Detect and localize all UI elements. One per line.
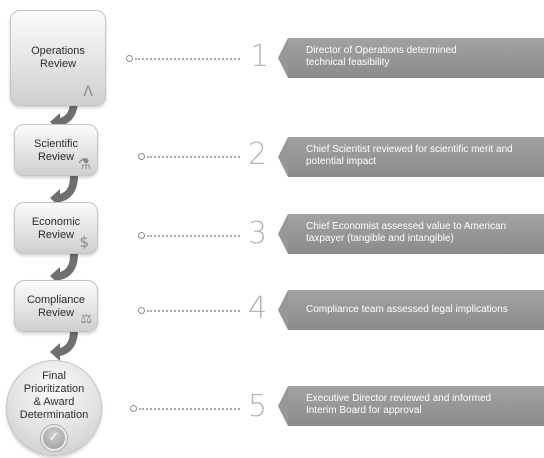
final-label-line2: Prioritization: [23, 383, 85, 395]
economic-review-label-line2: Review: [37, 229, 75, 241]
scientific-review-label-line2: Review: [37, 151, 75, 163]
connector-line-2: [147, 156, 240, 158]
step-number-2: 2: [248, 137, 268, 172]
step-description-3-line2: taxpayer (tangible and intangible): [306, 233, 454, 244]
compliance-review-label-line2: Review: [37, 307, 75, 319]
connector-dot-1: [126, 55, 133, 62]
step-description-3: Chief Economist assessed value to Americ…: [278, 214, 544, 254]
step-number-1: 1: [250, 39, 270, 74]
checkmark-icon: ✓: [41, 425, 67, 451]
step-number-3: 3: [248, 216, 268, 251]
connector-line-5: [139, 408, 240, 410]
step-description-1-line2: technical feasibility: [306, 57, 390, 68]
scientific-review-box: Scientific Review ⚗: [14, 124, 98, 176]
step-description-5-line1: Executive Director reviewed and informed: [306, 393, 492, 404]
step-description-2: Chief Scientist reviewed for scientific …: [278, 137, 544, 177]
step-description-4-line1: Compliance team assessed legal implicati…: [306, 304, 508, 315]
scientific-review-label-line1: Scientific: [33, 138, 79, 150]
final-prioritization-circle: Final Prioritization & Award Determinati…: [6, 360, 102, 456]
connector-dot-5: [130, 405, 137, 412]
connector-line-1: [135, 58, 240, 60]
step-description-5-line2: Interim Board for approval: [306, 405, 422, 416]
step-description-5: Executive Director reviewed and informed…: [278, 386, 544, 426]
operations-review-label-line1: Operations: [31, 45, 85, 57]
connector-dot-4: [138, 307, 145, 314]
step-description-1-line1: Director of Operations determined: [306, 45, 457, 56]
final-label-line3: & Award: [33, 396, 75, 408]
step-description-4: Compliance team assessed legal implicati…: [278, 290, 544, 330]
step-number-4: 4: [248, 291, 268, 326]
operations-review-box: Operations Review Λ: [10, 10, 106, 106]
arrow-2-to-3: [50, 176, 78, 207]
operations-review-label-line2: Review: [39, 58, 77, 70]
economic-review-box: Economic Review $: [14, 202, 98, 254]
microscope-icon: ⚗: [77, 155, 91, 173]
arrow-1-to-2: [50, 100, 78, 131]
step-number-5: 5: [248, 389, 268, 424]
step-description-1: Director of Operations determined techni…: [278, 38, 544, 78]
compass-icon: Λ: [83, 84, 93, 100]
step-description-2-line1: Chief Scientist reviewed for scientific …: [306, 144, 513, 155]
final-label-line4: Determination: [19, 409, 89, 421]
arrow-4-to-5: [50, 330, 78, 361]
connector-dot-2: [138, 153, 145, 160]
arrow-3-to-4: [50, 254, 78, 285]
compliance-review-label-line1: Compliance: [26, 294, 86, 306]
step-description-3-line1: Chief Economist assessed value to Americ…: [306, 221, 507, 232]
economic-review-label-line1: Economic: [31, 216, 81, 228]
connector-dot-3: [138, 232, 145, 239]
final-label-line1: Final: [42, 370, 66, 382]
connector-line-4: [147, 310, 240, 312]
scales-icon: ⚖: [80, 312, 92, 327]
connector-line-3: [147, 235, 240, 237]
step-description-2-line2: potential impact: [306, 156, 377, 167]
compliance-review-box: Compliance Review ⚖: [14, 280, 98, 332]
dollar-icon: $: [79, 233, 89, 251]
flow-arrows: [50, 100, 78, 361]
